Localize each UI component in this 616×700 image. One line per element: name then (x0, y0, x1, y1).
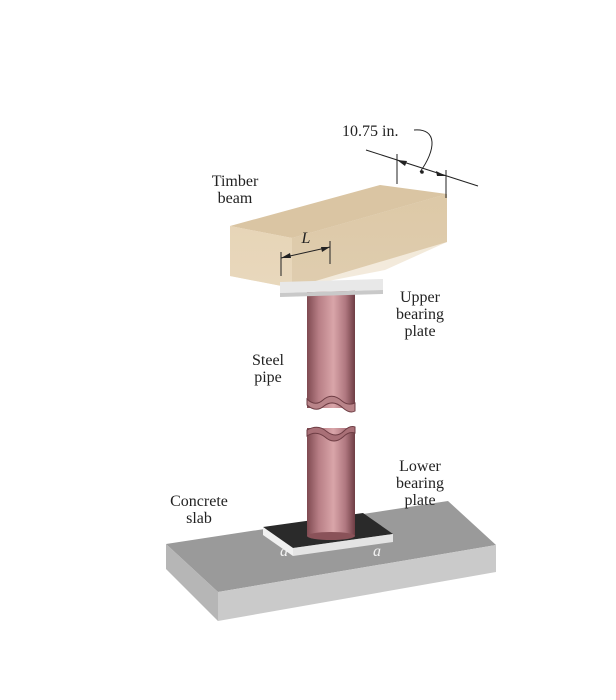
upper-line-1: Upper (400, 289, 440, 306)
steel-line-2: pipe (254, 369, 282, 386)
steel-line-1: Steel (252, 352, 284, 369)
slab-front-face (166, 544, 218, 621)
dimension-a-right: a (373, 543, 381, 560)
steel-pipe-label: Steel pipe (236, 352, 300, 386)
lower-bearing-plate-label: Lower bearing plate (380, 458, 460, 509)
lower-plate-side (293, 534, 393, 556)
lower-line-3: plate (404, 492, 436, 509)
upper-plate-shadow (280, 290, 383, 297)
upper-line-3: plate (404, 323, 436, 340)
lower-plate-front (263, 527, 293, 556)
dimension-l-label: L (301, 230, 311, 247)
timber-top-face (230, 185, 447, 238)
pipe-break-lower (306, 426, 356, 442)
lower-line-2: bearing (396, 475, 444, 492)
upper-bearing-plate-label: Upper bearing plate (380, 289, 460, 340)
timber-beam (230, 185, 447, 288)
concrete-line-1: Concrete (170, 493, 228, 510)
dimension-width-label: 10.75 in. (342, 123, 399, 140)
lower-line-1: Lower (399, 458, 441, 475)
dimension-l (280, 241, 331, 276)
dimension-width (365, 129, 479, 198)
upper-line-2: bearing (396, 306, 444, 323)
pipe-break-upper (306, 395, 356, 413)
concrete-slab-label: Concrete slab (154, 493, 244, 527)
steel-pipe-upper (306, 290, 356, 413)
concrete-line-2: slab (186, 510, 212, 527)
dimension-a-left: a (280, 543, 288, 560)
upper-bearing-plate (280, 279, 383, 297)
timber-beam-label: Timber beam (195, 173, 275, 207)
slab-side-face (218, 545, 496, 621)
steel-pipe-lower (306, 426, 356, 540)
timber-beam-line-1: Timber (211, 173, 259, 190)
upper-plate-face (280, 279, 383, 293)
timber-beam-line-2: beam (217, 190, 253, 207)
timber-front-lower (230, 194, 447, 288)
